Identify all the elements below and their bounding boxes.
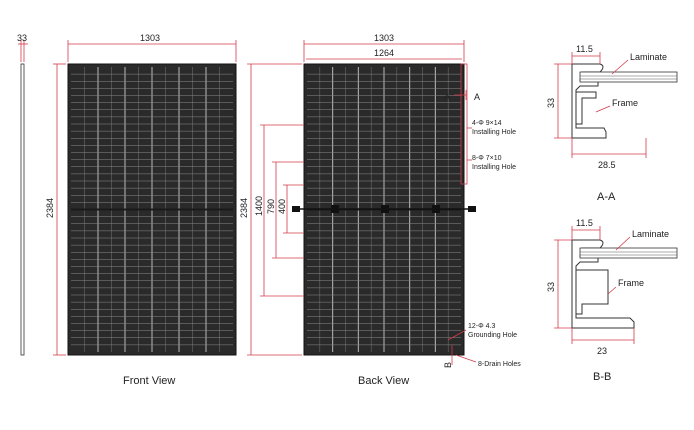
thickness-dim-label: 33 [17,33,27,43]
side-profile [20,63,25,356]
front-height-dim-label: 2384 [45,198,55,218]
bb-laminate-label: Laminate [632,229,669,239]
aa-frame-label: Frame [612,98,638,108]
installing-hole2-spec: 8-Φ 7×10 [472,155,502,162]
back-view: 1303 1264 2384 1400 790 400 A A B [239,33,521,387]
installing-hole-label: Installing Hole [472,129,516,136]
dim-790-label: 790 [266,199,276,214]
installing-hole2-label: Installing Hole [472,164,516,171]
aa-height-dim: 33 [546,98,556,108]
junction-box-3 [432,205,440,213]
bb-bottom-dim: 23 [597,346,607,356]
section-aa: 11.5 33 28.5 Laminate Frame A-A [546,44,678,203]
grounding-hole-label: Grounding Hole [468,332,517,339]
grounding-hole-spec: 12-Φ 4.3 [468,323,495,330]
aa-bottom-dim: 28.5 [598,160,616,170]
section-b-mark: B [443,362,453,368]
dim-400-label: 400 [277,199,287,214]
back-height-dim-label: 2384 [239,198,249,218]
back-width-dim-label: 1303 [374,33,394,43]
bb-frame-label: Frame [618,278,644,288]
connector-left [292,206,300,212]
section-a-mark: A [474,92,480,102]
dim-1400-label: 1400 [254,196,264,216]
bb-top-dim: 11.5 [576,218,593,228]
aa-caption: A-A [597,191,616,203]
aa-laminate-label: Laminate [630,52,667,62]
hole-callout-box [460,63,468,185]
junction-box-2 [381,205,389,213]
back-inner-width-dim-label: 1264 [374,48,394,58]
drain-hole-label: 8-Drain Holes [478,361,521,368]
connector-right [468,206,476,212]
side-view: 33 [17,33,28,356]
front-view-caption: Front View [123,375,175,387]
section-a-mark-left: A [444,92,450,102]
back-view-caption: Back View [358,375,409,387]
front-cell-grid [71,67,233,352]
front-view: 1303 2384 Front View [45,33,237,387]
junction-box-1 [331,205,339,213]
section-bb: 11.5 33 23 Laminate Frame B-B [546,218,678,383]
bb-caption: B-B [593,371,611,383]
installing-hole-spec: 4-Φ 9×14 [472,120,502,127]
bb-height-dim: 33 [546,282,556,292]
front-width-dim-label: 1303 [140,33,160,43]
aa-top-dim: 11.5 [576,44,593,54]
